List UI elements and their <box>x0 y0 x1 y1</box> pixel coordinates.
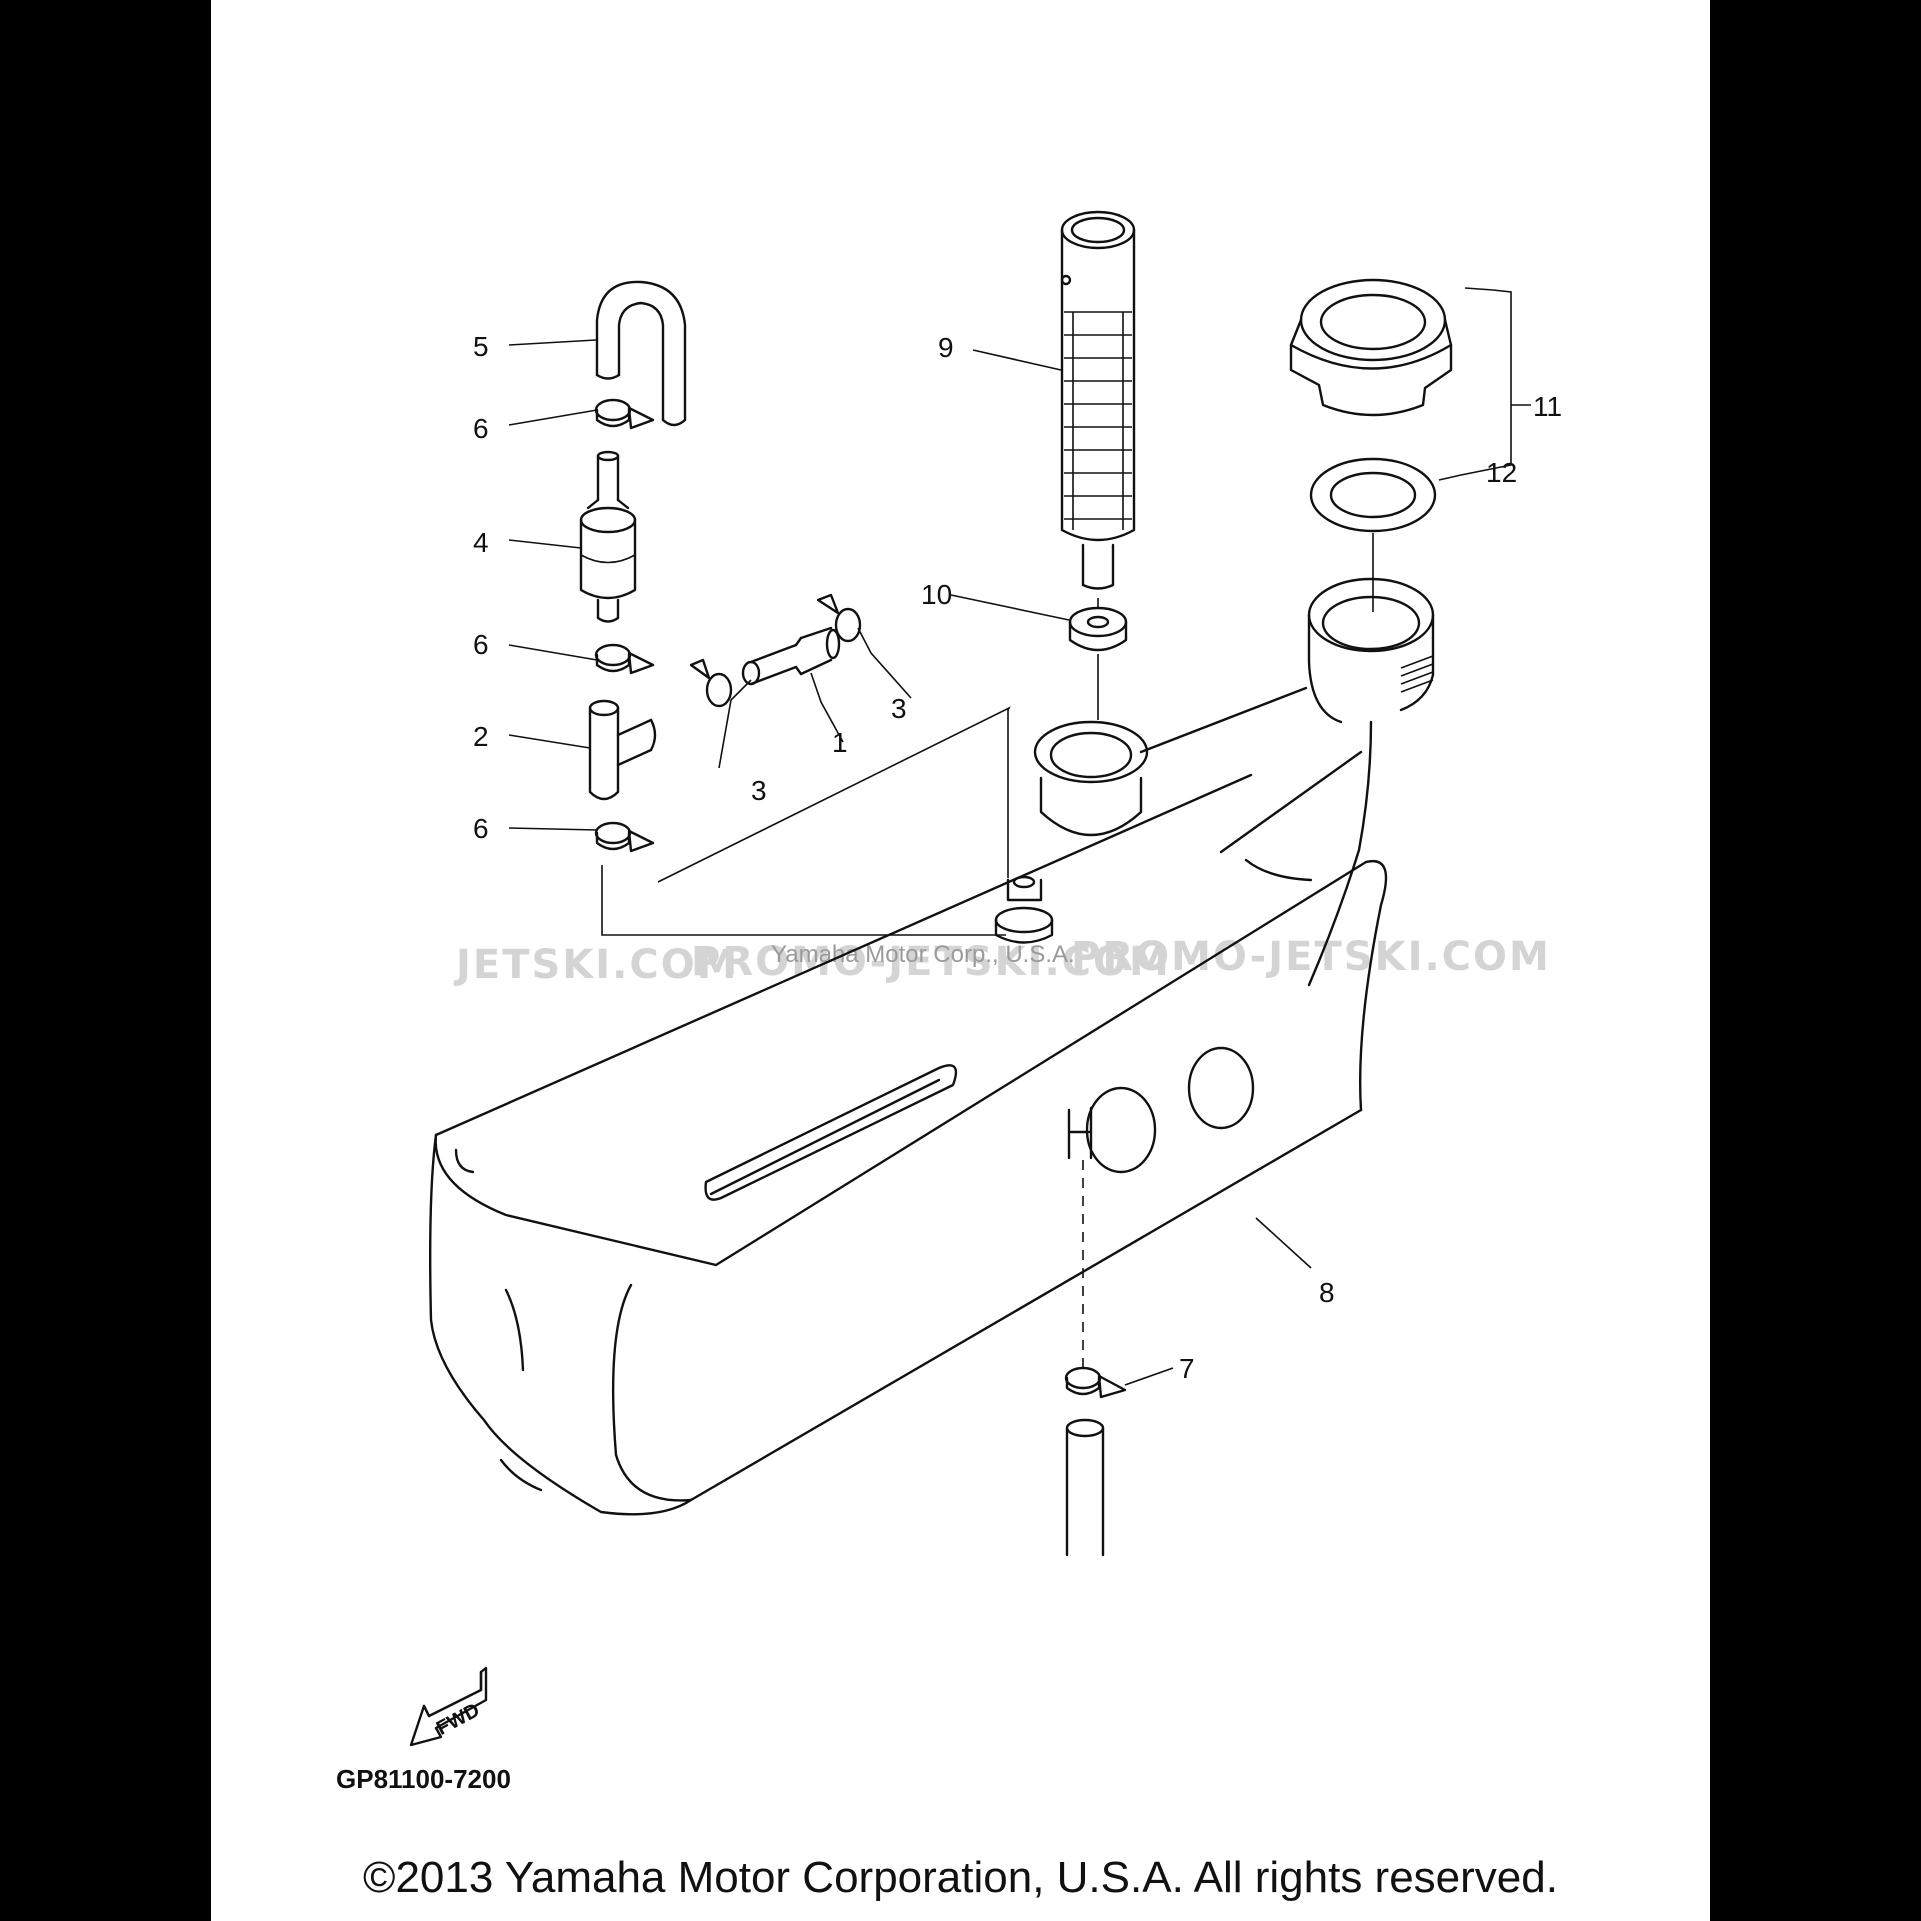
assembly-lines <box>601 533 1374 1370</box>
callout-5: 5 <box>473 331 489 362</box>
callout-3: 3 <box>751 775 767 806</box>
fwd-label: FWD <box>433 1699 484 1740</box>
callout-11: 11 <box>1533 391 1562 422</box>
callout-6: 6 <box>473 413 489 444</box>
callout-4: 4 <box>473 527 489 558</box>
t-joint <box>588 699 657 801</box>
watermark-overlay: Yamaha Motor Corp., U.S.A. <box>771 941 1075 968</box>
callouts: 5 6 4 6 2 6 3 1 3 9 10 11 12 8 7 <box>473 331 1562 1384</box>
clamp-3-right <box>816 593 862 643</box>
parts-diagram-page: JETSKI.COM PROMO-JETSKI.COM PROMO-JETSKI… <box>211 0 1710 1921</box>
breather-hose <box>595 280 687 427</box>
tank-fitting <box>994 875 1054 944</box>
joint-connector <box>741 626 841 686</box>
callout-7: 7 <box>1179 1353 1195 1384</box>
callout-3: 3 <box>891 693 907 724</box>
watermark-right: PROMO-JETSKI.COM <box>1071 934 1551 980</box>
copyright-notice: ©2013 Yamaha Motor Corporation, U.S.A. A… <box>363 1853 1558 1902</box>
exploded-view-diagram: JETSKI.COM PROMO-JETSKI.COM PROMO-JETSKI… <box>336 210 1562 1794</box>
gasket <box>1309 457 1437 533</box>
watermark-center: PROMO-JETSKI.COM <box>691 939 1171 985</box>
callout-1: 1 <box>832 727 848 758</box>
oil-strainer <box>1060 210 1136 590</box>
fwd-arrow-icon: FWD <box>409 1666 488 1747</box>
clamp-lower <box>594 821 655 853</box>
callout-8: 8 <box>1319 1277 1335 1308</box>
grommet <box>1068 606 1128 652</box>
callout-2: 2 <box>473 721 489 752</box>
callout-9: 9 <box>938 332 954 363</box>
filler-cap <box>1289 278 1453 417</box>
clamp-middle <box>594 643 655 675</box>
lower-hose <box>1065 1418 1105 1557</box>
callout-12: 12 <box>1486 457 1517 488</box>
clamp-upper <box>594 398 655 430</box>
leader-lines <box>508 287 1531 1386</box>
watermark-left: JETSKI.COM <box>453 942 739 988</box>
callout-10: 10 <box>921 579 952 610</box>
watermark: JETSKI.COM PROMO-JETSKI.COM PROMO-JETSKI… <box>453 934 1551 988</box>
oil-tank <box>428 577 1435 1516</box>
diagram-code: GP81100-7200 <box>336 1764 511 1794</box>
inline-filter <box>579 450 637 623</box>
clamp-7 <box>1064 1366 1127 1399</box>
callout-6: 6 <box>473 813 489 844</box>
callout-6: 6 <box>473 629 489 660</box>
clamp-3-left <box>689 658 733 708</box>
